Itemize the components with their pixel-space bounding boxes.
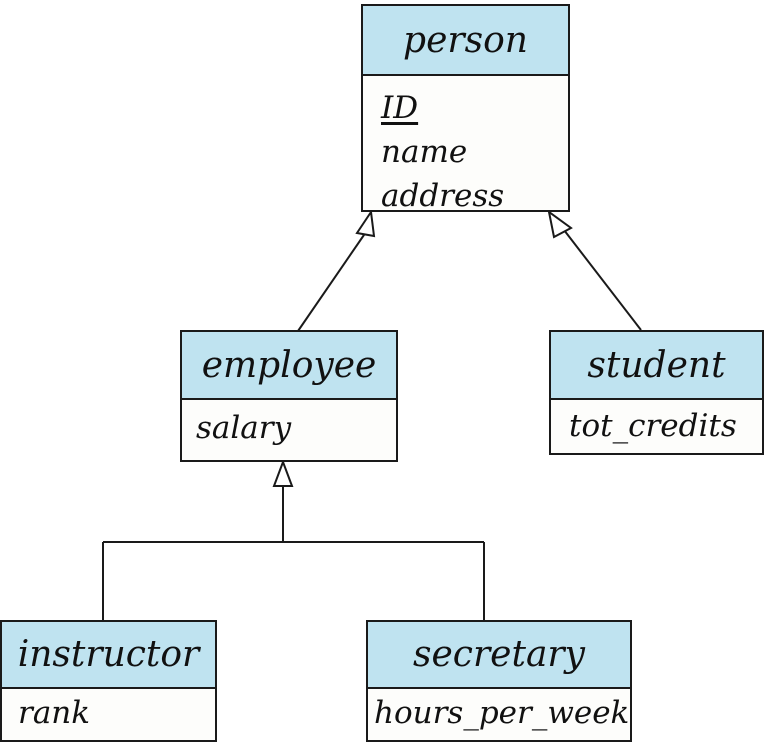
entity-instructor-attributes: rank <box>2 689 215 735</box>
entity-person: person ID name address <box>361 4 570 214</box>
entity-secretary-name: secretary <box>368 622 630 689</box>
entity-instructor-name: instructor <box>2 622 215 689</box>
student-to-person-line <box>563 229 642 331</box>
attribute-name: name <box>381 134 468 170</box>
subclass-to-employee-arrowhead <box>272 459 294 487</box>
attribute-id-primary-key: ID <box>381 90 419 126</box>
entity-secretary: secretary hours_per_week <box>366 620 632 742</box>
entity-person-name: person <box>363 6 568 76</box>
entity-secretary-attributes: hours_per_week <box>368 689 630 735</box>
entity-student-attributes: tot_credits <box>551 400 762 448</box>
entity-employee-name: employee <box>182 332 396 400</box>
attribute-address: address <box>381 178 505 214</box>
employee-to-person-line <box>297 231 367 332</box>
attribute-rank: rank <box>18 695 91 731</box>
entity-employee: employee salary <box>180 330 398 462</box>
entity-student-name: student <box>551 332 762 400</box>
entity-instructor: instructor rank <box>0 620 217 742</box>
student-to-person-arrowhead <box>547 209 573 239</box>
entity-person-attributes: ID name address <box>363 76 568 218</box>
employee-to-person-arrowhead <box>355 209 376 238</box>
attribute-tot-credits: tot_credits <box>569 408 737 444</box>
entity-student: student tot_credits <box>549 330 764 455</box>
attribute-hours-per-week: hours_per_week <box>374 695 630 731</box>
attribute-salary: salary <box>196 410 292 446</box>
entity-employee-attributes: salary <box>182 400 396 450</box>
